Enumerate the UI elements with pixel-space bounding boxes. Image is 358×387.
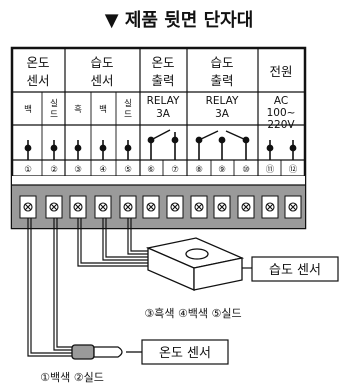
wire-label-shield-2: 실 bbox=[124, 98, 132, 109]
temperature-sensor-wire-caption: ①백색 ②실드 bbox=[40, 371, 104, 384]
power-voltage-label: 220V bbox=[267, 119, 295, 131]
screw-icons bbox=[23, 202, 298, 212]
terminal-pins bbox=[24, 129, 297, 160]
group-humid-output-label: 습도 bbox=[210, 55, 233, 70]
page-title: ▼ 제품 뒷면 단자대 bbox=[104, 10, 254, 31]
terminal-number: ⑫ bbox=[289, 165, 298, 175]
humidity-sensor-wires bbox=[77, 218, 155, 267]
group-humid-sensor-label-2: 센서 bbox=[90, 73, 113, 88]
group-temp-sensor-label-2: 센서 bbox=[26, 73, 49, 88]
terminal-number: ③ bbox=[74, 165, 82, 175]
terminal-number: ⑧ bbox=[195, 165, 203, 175]
wire-label-shield-1b: 드 bbox=[50, 110, 58, 120]
humidity-sensor-wire-caption: ③흑색 ④백색 ⑤실드 bbox=[144, 306, 241, 320]
wire-label-black: 흑 bbox=[74, 104, 82, 115]
temp-relay-label: RELAY bbox=[147, 95, 180, 107]
wire-label-white-2: 백 bbox=[99, 104, 107, 115]
temperature-sensor-label: 온도 센서 bbox=[159, 346, 211, 361]
power-ac-label: AC bbox=[274, 95, 288, 107]
terminal-number: ② bbox=[50, 165, 58, 175]
terminal-number: ⑩ bbox=[242, 165, 250, 175]
temperature-sensor-label-box bbox=[141, 339, 229, 365]
wire-label-white: 백 bbox=[24, 104, 32, 115]
temperature-probe bbox=[71, 344, 142, 360]
humidity-sensor-box bbox=[145, 237, 245, 291]
terminal-number-row: ① ② ③ ④ ⑤ ⑥ ⑦ ⑧ ⑨ ⑩ ⑪ ⑫ bbox=[24, 165, 298, 175]
temp-relay-rating: 3A bbox=[156, 108, 171, 120]
group-temp-sensor-label: 온도 bbox=[26, 55, 49, 70]
group-temp-output-label-2: 출력 bbox=[151, 73, 174, 88]
group-temp-output-label: 온도 bbox=[151, 55, 174, 70]
terminal-number: ⑪ bbox=[266, 165, 275, 175]
terminal-number: ④ bbox=[99, 165, 107, 175]
temperature-sensor-wires bbox=[27, 218, 72, 357]
terminal-number: ⑨ bbox=[218, 165, 226, 175]
terminal-number: ⑤ bbox=[124, 165, 132, 175]
terminal-number: ① bbox=[24, 165, 32, 175]
terminal-number: ⑥ bbox=[147, 165, 155, 175]
humidity-sensor-label: 습도 센서 bbox=[269, 263, 321, 278]
wire-label-shield-1: 실 bbox=[50, 98, 58, 109]
terminal-number: ⑦ bbox=[171, 165, 179, 175]
group-humid-sensor-label: 습도 bbox=[90, 55, 113, 70]
humid-relay-rating: 3A bbox=[215, 108, 230, 120]
group-power-label: 전원 bbox=[269, 64, 292, 79]
power-range-label: 100~ bbox=[267, 107, 296, 119]
group-humid-output-label-2: 출력 bbox=[210, 73, 233, 88]
humidity-sensor-label-box bbox=[251, 256, 339, 282]
humid-relay-label: RELAY bbox=[206, 95, 239, 107]
wire-label-shield-2b: 드 bbox=[124, 110, 132, 120]
